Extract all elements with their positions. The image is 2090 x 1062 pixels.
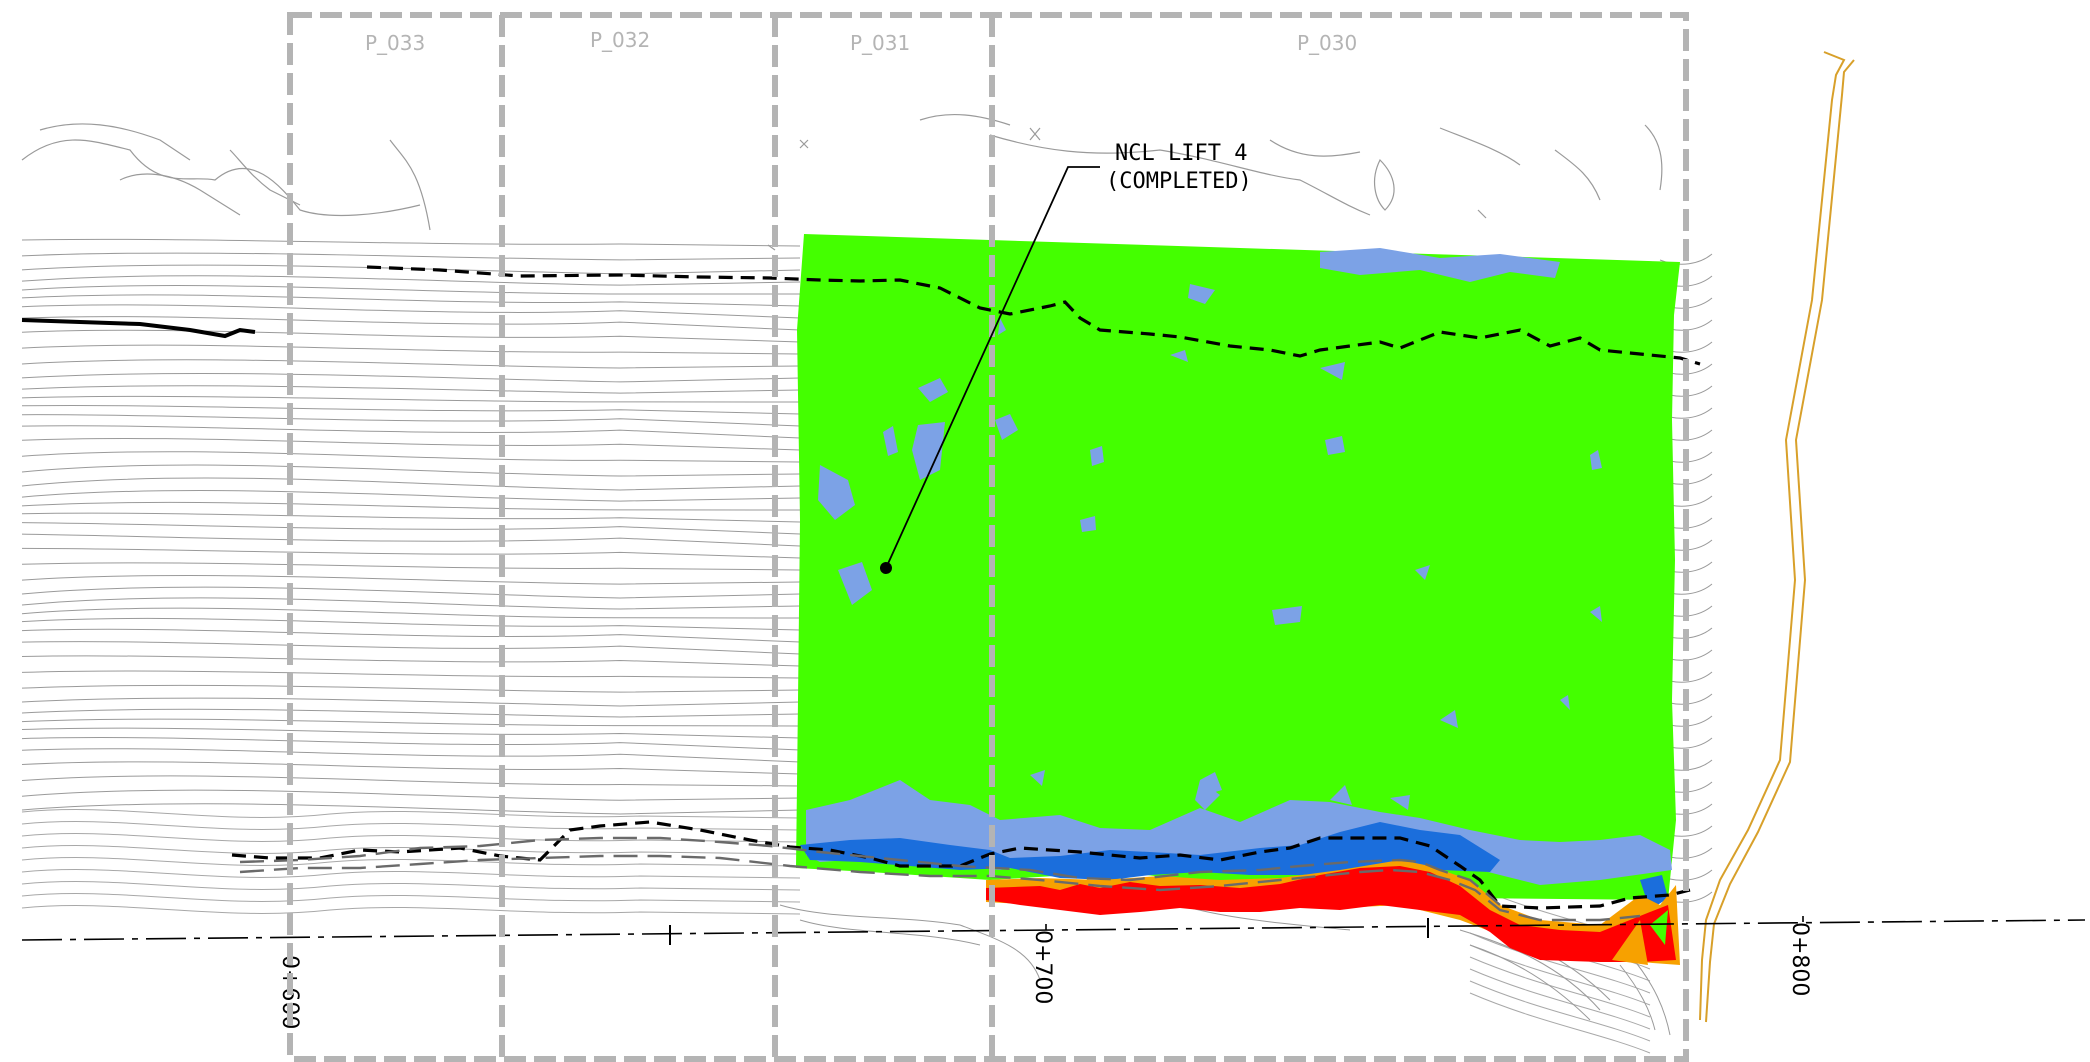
contour-line xyxy=(21,893,801,903)
callout-point xyxy=(880,562,892,574)
contour-line xyxy=(21,607,801,619)
contour-line xyxy=(21,425,801,439)
ncl-lift-4-area xyxy=(796,234,1680,965)
contour-line xyxy=(21,344,801,355)
contour-line xyxy=(21,821,801,831)
contour-line xyxy=(21,617,801,631)
contour-line xyxy=(21,304,801,319)
callout-line-2: (COMPLETED) xyxy=(1106,169,1252,194)
contour-line xyxy=(21,708,801,718)
panel-label-p032: P_032 xyxy=(590,28,650,52)
contour-line xyxy=(21,264,801,275)
contour-line xyxy=(21,464,801,477)
contour-line xyxy=(21,575,801,585)
contour-line xyxy=(21,761,801,775)
contour-line xyxy=(21,437,801,451)
panel-label-p030: P_030 xyxy=(1297,31,1357,55)
contour-line xyxy=(21,586,801,599)
contour-line xyxy=(21,451,801,463)
panel-grid xyxy=(287,12,1689,1062)
contour-line xyxy=(21,285,801,295)
contour-line xyxy=(21,655,801,667)
station-ticks xyxy=(1045,916,1804,930)
contour-line xyxy=(21,562,801,571)
contour-line xyxy=(21,294,801,307)
contour-line xyxy=(21,477,801,491)
contour-line xyxy=(21,748,801,763)
contour-line xyxy=(1469,980,1651,1042)
panel-label-p031: P_031 xyxy=(850,31,910,55)
upper-terrain-lines xyxy=(21,113,1663,251)
contour-line xyxy=(1469,932,1651,994)
contour-lines xyxy=(21,238,1713,903)
contour-line xyxy=(1469,956,1651,1018)
callout-line-1: NCL LIFT 4 xyxy=(1115,141,1247,166)
contour-line xyxy=(21,316,801,331)
contour-line xyxy=(21,533,801,547)
contour-line xyxy=(21,385,801,394)
contour-line xyxy=(21,414,801,427)
existing-crest-line xyxy=(21,318,256,339)
completed-fill xyxy=(796,234,1680,900)
contour-line xyxy=(21,522,801,535)
contour-line xyxy=(21,803,801,815)
contour-line xyxy=(21,670,801,679)
station-label-800: 0+800 xyxy=(1787,922,1812,996)
contour-line xyxy=(21,490,801,502)
contour-line xyxy=(21,597,801,610)
contour-line xyxy=(21,727,801,739)
contour-line xyxy=(21,809,801,819)
access-road xyxy=(1699,51,1855,1023)
contour-line xyxy=(21,405,801,415)
panel-label-p033: P_033 xyxy=(365,31,425,55)
contour-line xyxy=(21,905,801,915)
callout-leader xyxy=(885,166,1100,569)
chainage-line xyxy=(21,918,2086,945)
contour-line xyxy=(21,547,801,559)
contour-line xyxy=(1469,992,1651,1054)
contour-line xyxy=(1469,968,1651,1030)
contour-line xyxy=(21,512,801,523)
contour-line xyxy=(21,737,801,751)
dark-blue-patch xyxy=(1640,875,1668,910)
contour-line xyxy=(21,641,801,655)
contour-line xyxy=(21,395,801,403)
station-label-700: 0+700 xyxy=(1030,930,1055,1004)
contour-line xyxy=(21,869,801,879)
contour-line xyxy=(21,372,801,383)
contour-line xyxy=(21,275,801,286)
contour-line xyxy=(21,252,801,261)
contour-line xyxy=(21,684,801,693)
contour-line xyxy=(21,857,801,867)
contour-line xyxy=(21,329,801,343)
contour-line xyxy=(21,881,801,891)
contour-line xyxy=(21,775,801,787)
contour-line xyxy=(21,238,801,247)
dark-blue-band xyxy=(800,822,1500,880)
design-boundary-lines xyxy=(231,265,1701,910)
contour-line xyxy=(21,697,801,707)
contour-line xyxy=(21,718,801,727)
contour-line xyxy=(21,628,801,643)
contour-line xyxy=(21,501,801,511)
contour-line xyxy=(21,789,801,801)
contour-line xyxy=(21,359,801,369)
